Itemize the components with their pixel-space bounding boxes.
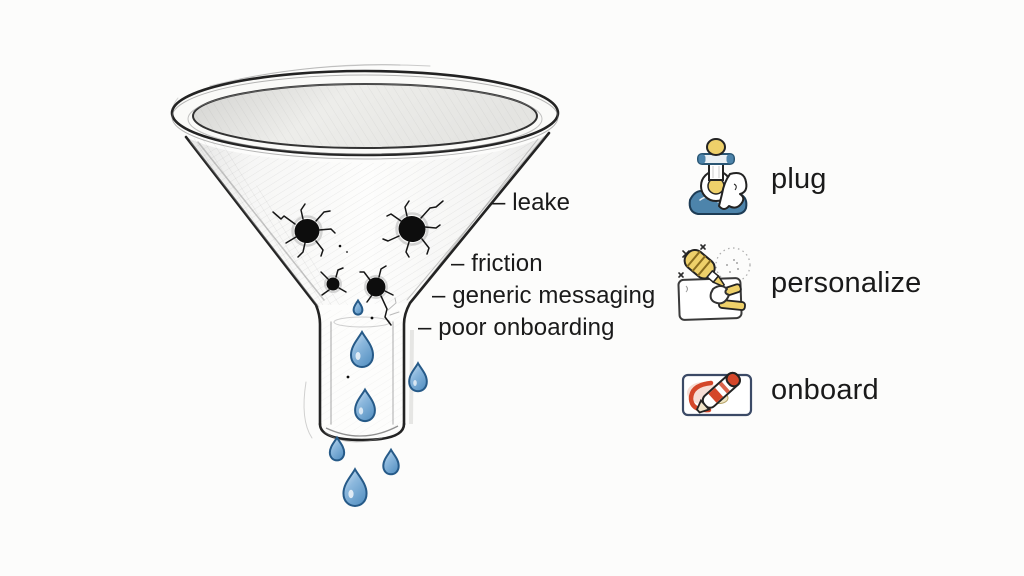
debris-speck <box>346 375 350 379</box>
leak-label-generic-messaging: – generic messaging <box>432 282 656 309</box>
legend-label-onboard: onboard <box>771 373 879 406</box>
bullet-hole <box>272 203 336 258</box>
onboard-icon <box>681 371 753 417</box>
legend-item-plug: plug <box>686 138 827 220</box>
water-drops <box>329 300 428 508</box>
funnel-holes <box>272 200 444 379</box>
water-drop <box>342 468 368 508</box>
water-drop <box>382 449 400 475</box>
leak-label-friction: – friction <box>451 250 543 277</box>
legend-label-personalize: personalize <box>771 266 922 299</box>
legend-item-onboard: onboard <box>681 361 879 419</box>
bullet-hole <box>382 200 444 258</box>
debris-speck <box>370 316 374 320</box>
funnel-rim <box>170 69 560 160</box>
legend-item-personalize: personalize <box>677 243 922 323</box>
debris-speck <box>346 251 348 253</box>
bullet-hole <box>359 265 394 326</box>
bullet-hole <box>320 267 347 296</box>
plug-icon <box>688 138 748 215</box>
leak-label-poor-onboarding: – poor onboarding <box>418 314 615 341</box>
legend-label-plug: plug <box>771 162 827 195</box>
debris-speck <box>338 244 342 248</box>
leak-label-leake: – leake <box>492 189 571 216</box>
personalize-icon <box>677 244 751 321</box>
water-drop <box>329 436 345 462</box>
